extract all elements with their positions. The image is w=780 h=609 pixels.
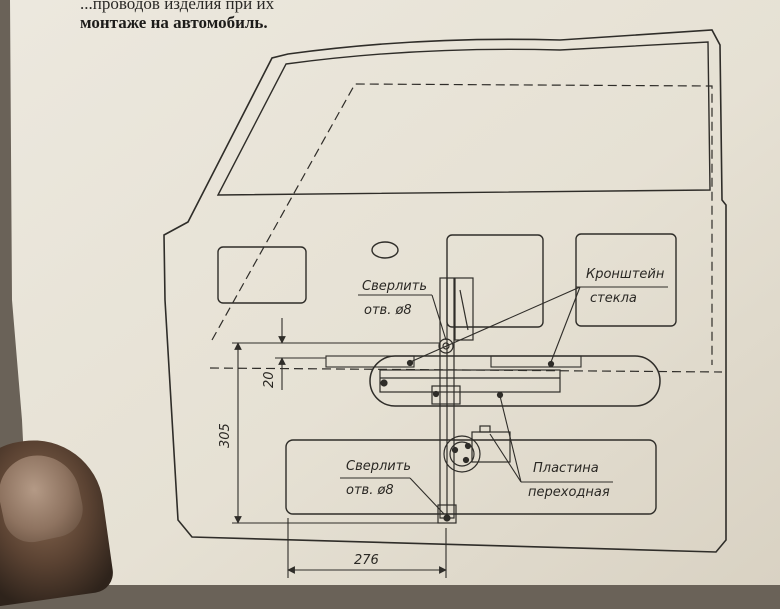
bracket-label-line1: Кронштейн bbox=[586, 267, 665, 282]
plate-label-line2: переходная bbox=[528, 485, 610, 500]
plate-label-line1: Пластина bbox=[533, 461, 599, 476]
window-opening bbox=[216, 41, 711, 196]
panel-oval-hole bbox=[371, 241, 399, 259]
header-line-2: монтаже на автомобиль. bbox=[80, 13, 268, 32]
panel-opening-left bbox=[217, 246, 307, 304]
dimension-lines bbox=[232, 318, 447, 578]
drill-bottom-label-line2: отв. ø8 bbox=[346, 483, 394, 498]
header-text: ...проводов изделия при их монтаже на ав… bbox=[80, 0, 720, 32]
dimension-305: 305 bbox=[218, 423, 233, 448]
leader-lines bbox=[340, 286, 668, 515]
drill-top-label-line1: Сверлить bbox=[362, 279, 427, 294]
dimension-276: 276 bbox=[354, 553, 379, 568]
drill-bottom-label-line1: Сверлить bbox=[346, 459, 411, 474]
door-outline bbox=[163, 29, 727, 553]
header-line-1: ...проводов изделия при их bbox=[80, 0, 275, 13]
bracket-label-line2: стекла bbox=[590, 291, 637, 306]
bracket-strip-left bbox=[325, 355, 415, 368]
panel-opening-right bbox=[575, 233, 677, 327]
bracket-strip-right bbox=[490, 355, 582, 368]
drill-top-label-line2: отв. ø8 bbox=[364, 303, 412, 318]
paper-sheet bbox=[10, 0, 780, 585]
dimension-20: 20 bbox=[262, 371, 277, 388]
door-diagram: Сверлить отв. ø8 Кронштейн стекла Пласти… bbox=[10, 0, 780, 585]
panel-opening-bottom bbox=[285, 439, 657, 515]
glass-dashed-outline bbox=[211, 83, 713, 365]
